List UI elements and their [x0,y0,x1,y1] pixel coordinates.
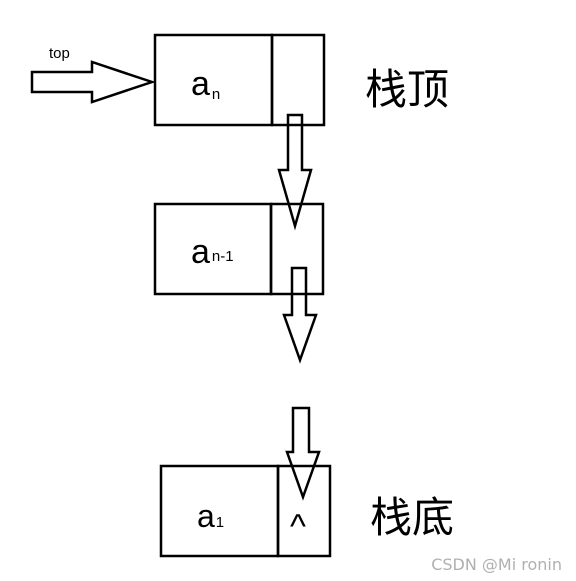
null-pointer-mark: ^ [290,508,306,546]
next-arrow-3 [285,406,321,501]
next-arrow-2 [282,266,318,364]
node-second-base: a [191,233,210,271]
node-bottom-label: a1 [197,498,224,534]
watermark-text: CSDN @Mi ronin [431,555,562,574]
node-top-next-field [270,33,326,127]
node-top-data-field [153,33,274,127]
node-second-sub: n-1 [212,248,234,265]
node-bottom: a1 ^ [159,464,332,558]
node-bottom-base: a [197,498,215,534]
top-pointer-label: top [49,45,70,62]
stack-top-label: 栈顶 [365,65,449,114]
next-arrow-1 [277,113,313,231]
node-bottom-sub: 1 [216,514,224,531]
stack-bottom-label: 栈底 [370,493,454,542]
node-bottom-data-field [159,464,280,558]
node-top-sub: n [212,86,220,103]
node-bottom-next-field [276,464,332,558]
top-pointer-arrow [30,60,156,104]
node-second-next-field [269,202,325,296]
node-top-base: a [191,65,210,103]
